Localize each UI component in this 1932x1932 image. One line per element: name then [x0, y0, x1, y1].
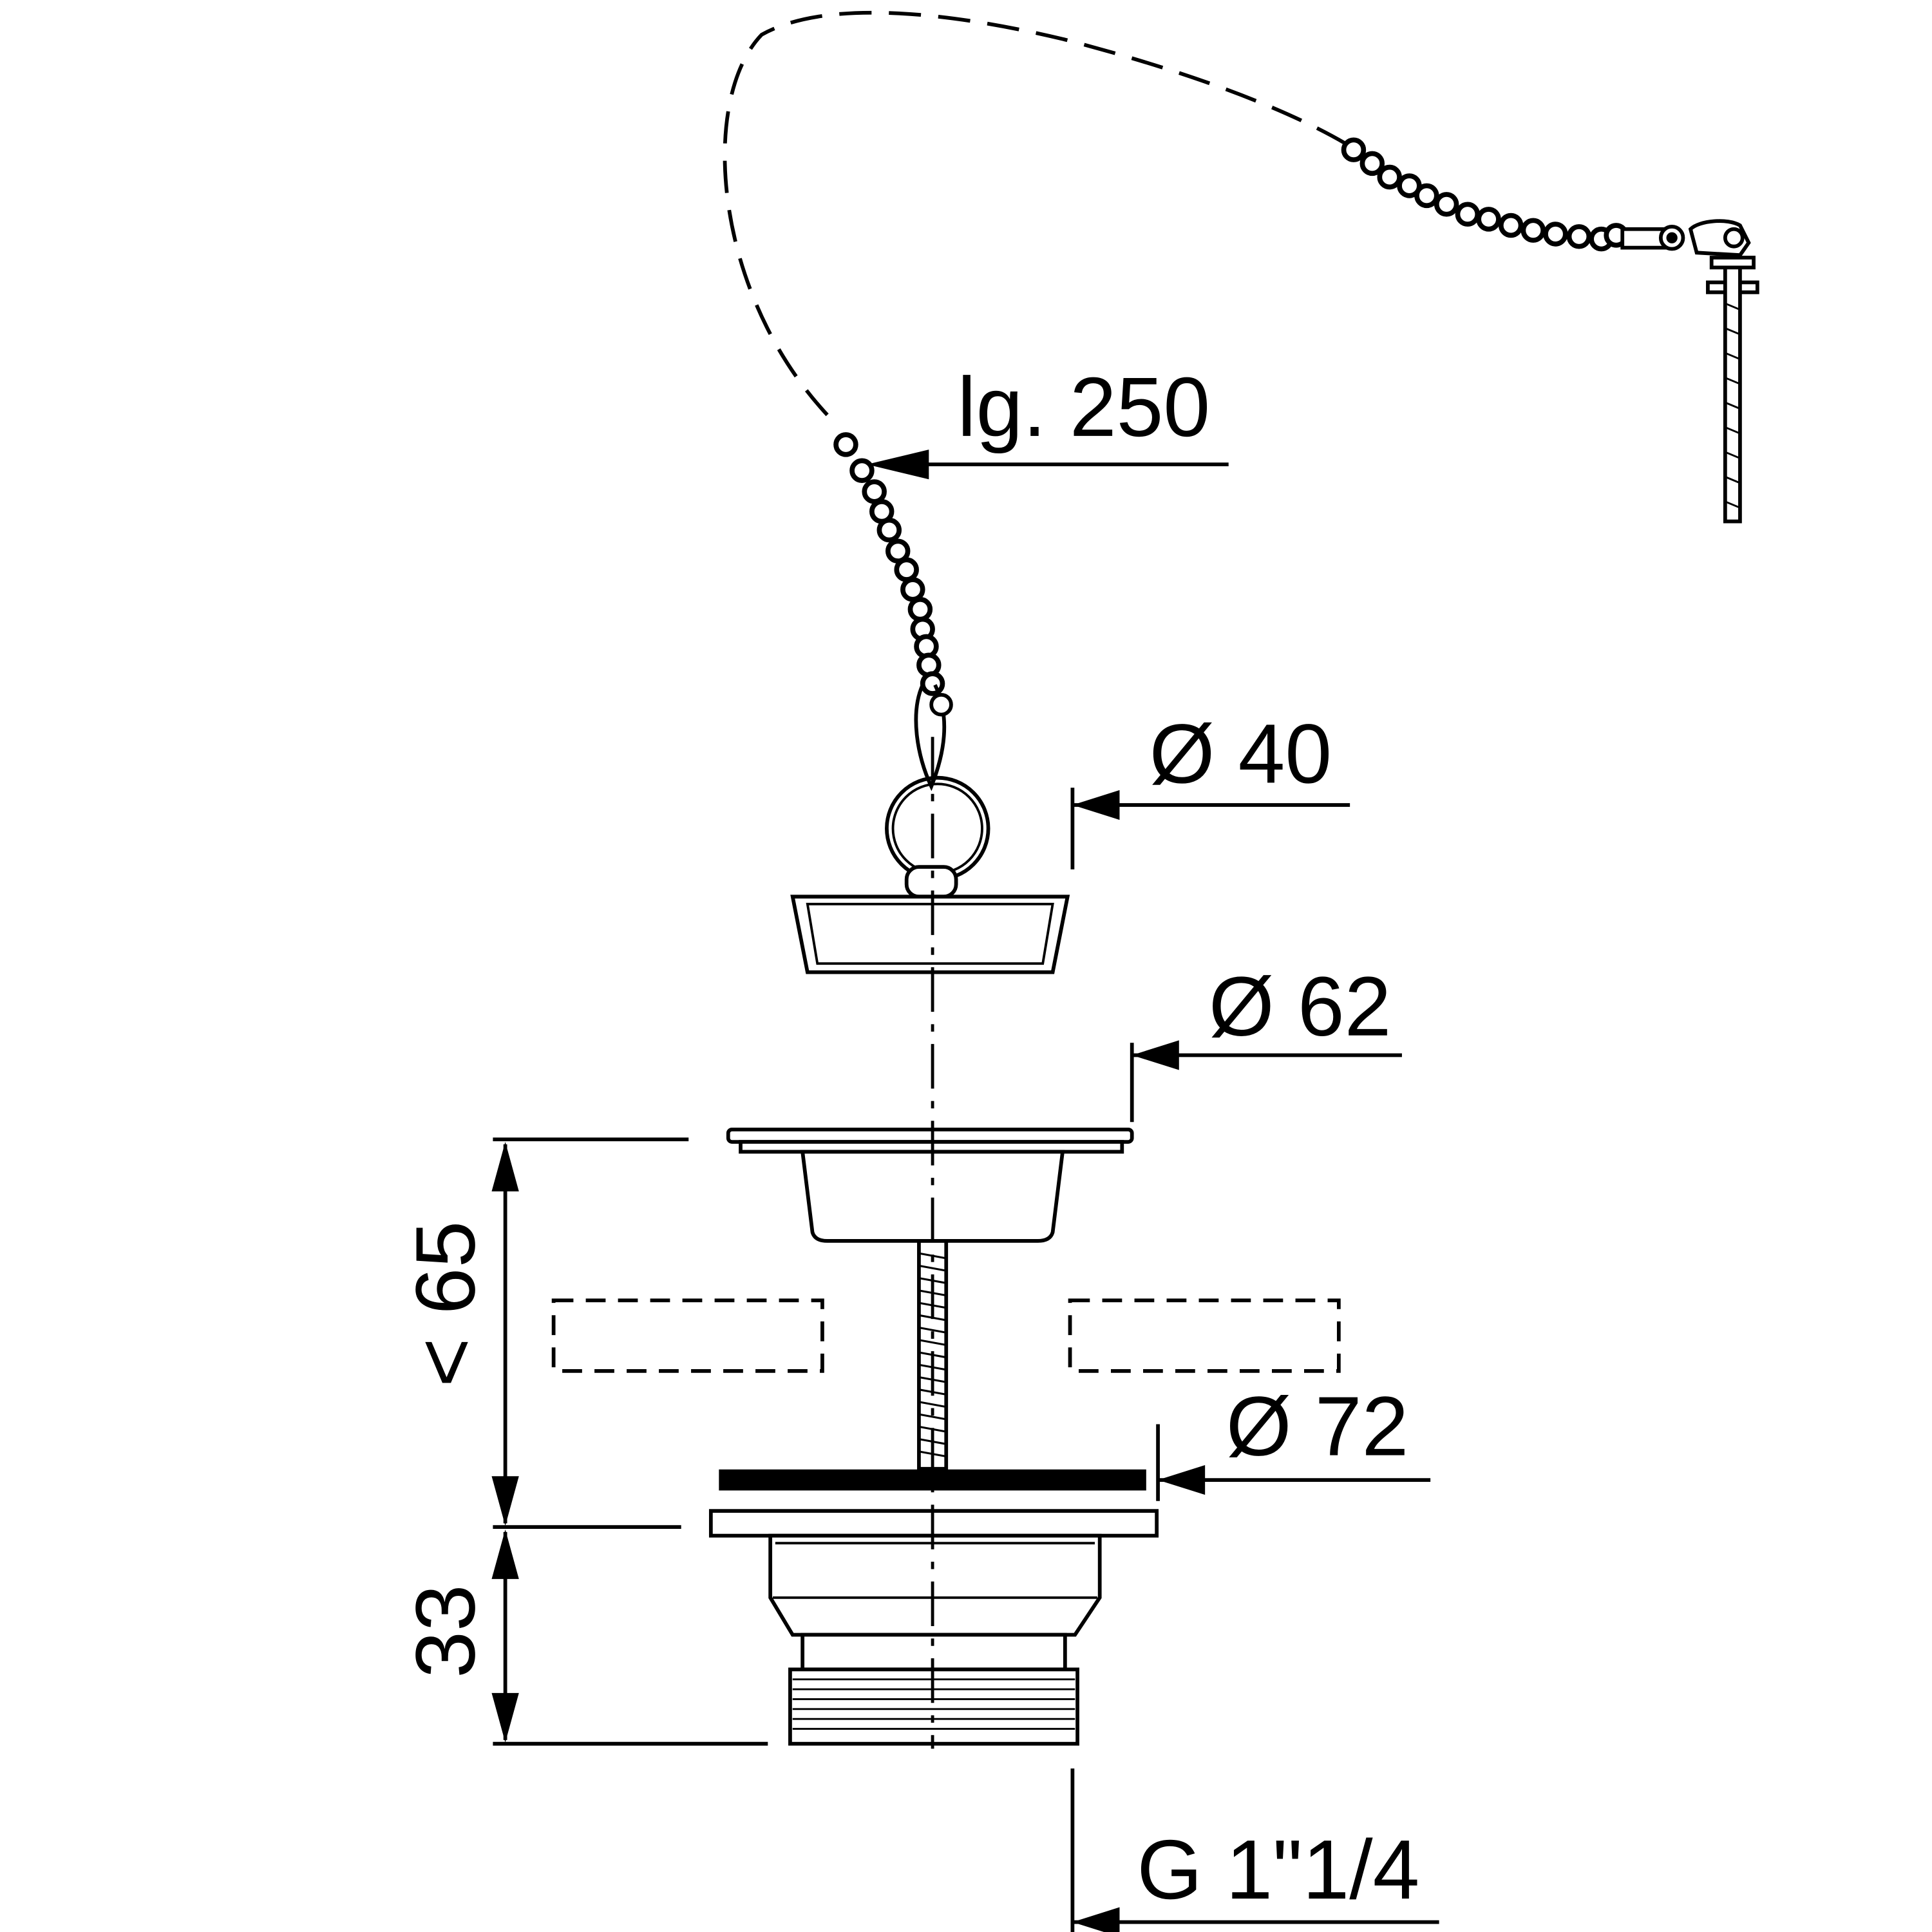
chain-bead — [1476, 207, 1501, 232]
chain-beads-upper — [1341, 137, 1629, 252]
chain-bead — [1341, 137, 1367, 162]
chain-bead — [907, 596, 933, 622]
chain-bead — [1498, 213, 1524, 238]
chain-bead — [900, 577, 925, 602]
stopper-diameter-label: Ø 40 — [1150, 706, 1332, 800]
chain-bead — [1434, 192, 1459, 217]
chain-loop-dashed — [723, 10, 1351, 417]
strainer-diameter-label: Ø 62 — [1209, 960, 1391, 1054]
chain-bead — [1455, 202, 1481, 227]
flange-diameter-label: Ø 72 — [1226, 1379, 1408, 1473]
chain-bead — [862, 479, 887, 504]
chain-bead — [876, 517, 902, 543]
chain-bead — [894, 557, 919, 582]
stopper — [790, 684, 1070, 974]
chain-bead — [1566, 224, 1592, 249]
chain-bead — [1543, 222, 1568, 247]
chain-length-label: lg. 250 — [958, 360, 1211, 454]
dimension-arrowheads — [491, 450, 1206, 1932]
chain-bead — [1377, 164, 1402, 190]
chain-beads-lower — [833, 432, 945, 696]
chain-bead — [1359, 151, 1385, 176]
chain-bead — [1414, 183, 1439, 209]
thread-size-label: G 1"1/4 — [1137, 1823, 1419, 1917]
max-thickness-label: < 65 — [399, 1221, 493, 1387]
sink-section-dashed — [551, 1298, 1341, 1373]
chain-bead — [849, 458, 875, 484]
body-height-label: 33 — [399, 1584, 493, 1678]
chain-anchor-bolt — [1620, 219, 1759, 524]
drain-body — [708, 1469, 1159, 1746]
chain-bead — [833, 432, 858, 457]
chain-bead — [1520, 218, 1546, 243]
